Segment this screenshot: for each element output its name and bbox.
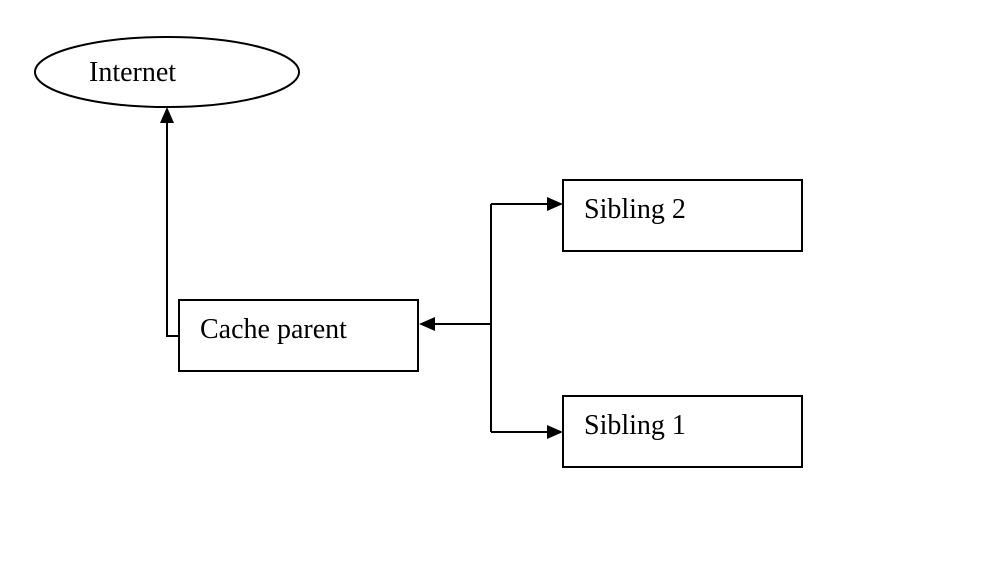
sibling-2-label: Sibling 2 <box>584 194 686 225</box>
sibling-1-node: Sibling 1 <box>562 395 803 468</box>
sibling-2-node: Sibling 2 <box>562 179 803 252</box>
edge-branch-to-sibling-1 <box>491 425 563 439</box>
internet-label: Internet <box>89 57 176 88</box>
internet-node: Internet <box>34 36 300 108</box>
edge-branch-to-sibling-2 <box>491 197 563 211</box>
sibling-1-label: Sibling 1 <box>584 410 686 441</box>
arrowhead-sibling-2 <box>547 197 563 211</box>
cache-parent-box <box>178 299 419 372</box>
edge-cache-parent-to-internet <box>160 107 179 337</box>
arrowhead-internet <box>160 107 174 123</box>
sibling-1-box <box>562 395 803 468</box>
arrowhead-cache-parent <box>419 317 435 331</box>
cache-parent-label: Cache parent <box>200 314 347 345</box>
arrowhead-sibling-1 <box>547 425 563 439</box>
edge-line-cache-to-internet <box>166 122 179 337</box>
edge-branch-to-cache-parent <box>419 317 491 331</box>
sibling-2-box <box>562 179 803 252</box>
cache-parent-node: Cache parent <box>178 299 419 372</box>
